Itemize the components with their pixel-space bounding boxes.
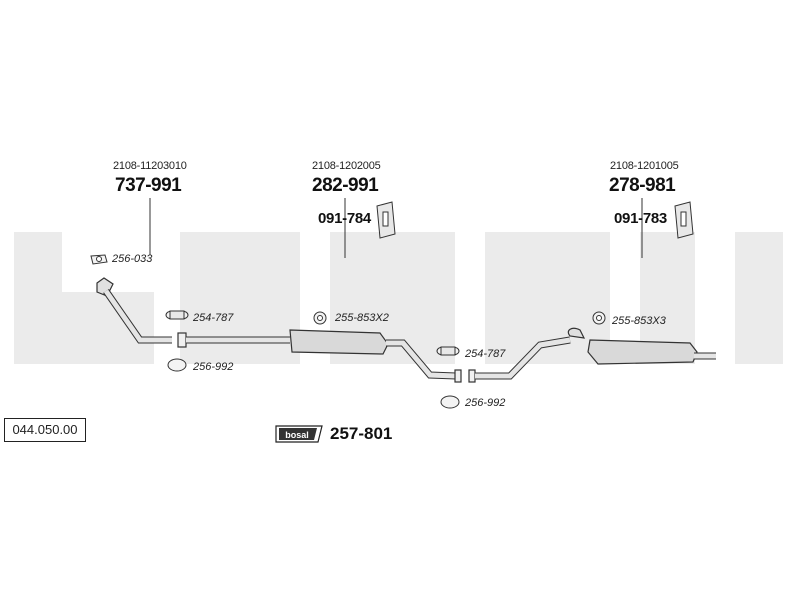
kit-badge-text: bosal — [285, 430, 309, 440]
fitting-label: 254-787 — [193, 312, 234, 324]
part-number: 282-991 — [312, 175, 379, 196]
hanger-number: 091-783 — [614, 210, 667, 227]
clamp-icon — [436, 346, 460, 356]
fitting-label: 256-992 — [465, 397, 506, 409]
front-pipe-part — [96, 277, 172, 344]
fitting-label: 256-992 — [193, 361, 234, 373]
part-number: 278-981 — [609, 175, 676, 196]
fitting-label: 255-853X2 — [335, 312, 389, 324]
ring-icon — [167, 358, 187, 372]
rubber-hanger-icon — [592, 311, 606, 325]
hanger-number: 091-784 — [318, 210, 371, 227]
rubber-hanger-icon — [313, 311, 327, 325]
fitting-label: 254-787 — [465, 348, 506, 360]
fitting-label: 255-853X3 — [612, 315, 666, 327]
kit-badge: bosal — [275, 425, 323, 443]
mounting-bracket-icon — [376, 201, 396, 239]
oem-number: 2108-11203010 — [113, 160, 187, 172]
middle-pipe-part — [177, 329, 462, 383]
oem-number: 2108-1202005 — [312, 160, 381, 172]
fitting-label: 256-033 — [112, 253, 153, 265]
part-number: 737-991 — [115, 175, 182, 196]
ring-icon — [440, 395, 460, 409]
rear-silencer-part — [468, 327, 716, 383]
oem-number: 2108-1201005 — [610, 160, 679, 172]
clamp-icon — [165, 310, 189, 320]
kit-code: 257-801 — [330, 424, 393, 443]
mounting-bracket-icon — [674, 201, 694, 239]
catalog-number: 044.050.00 — [4, 418, 86, 442]
gasket-icon — [90, 254, 108, 265]
